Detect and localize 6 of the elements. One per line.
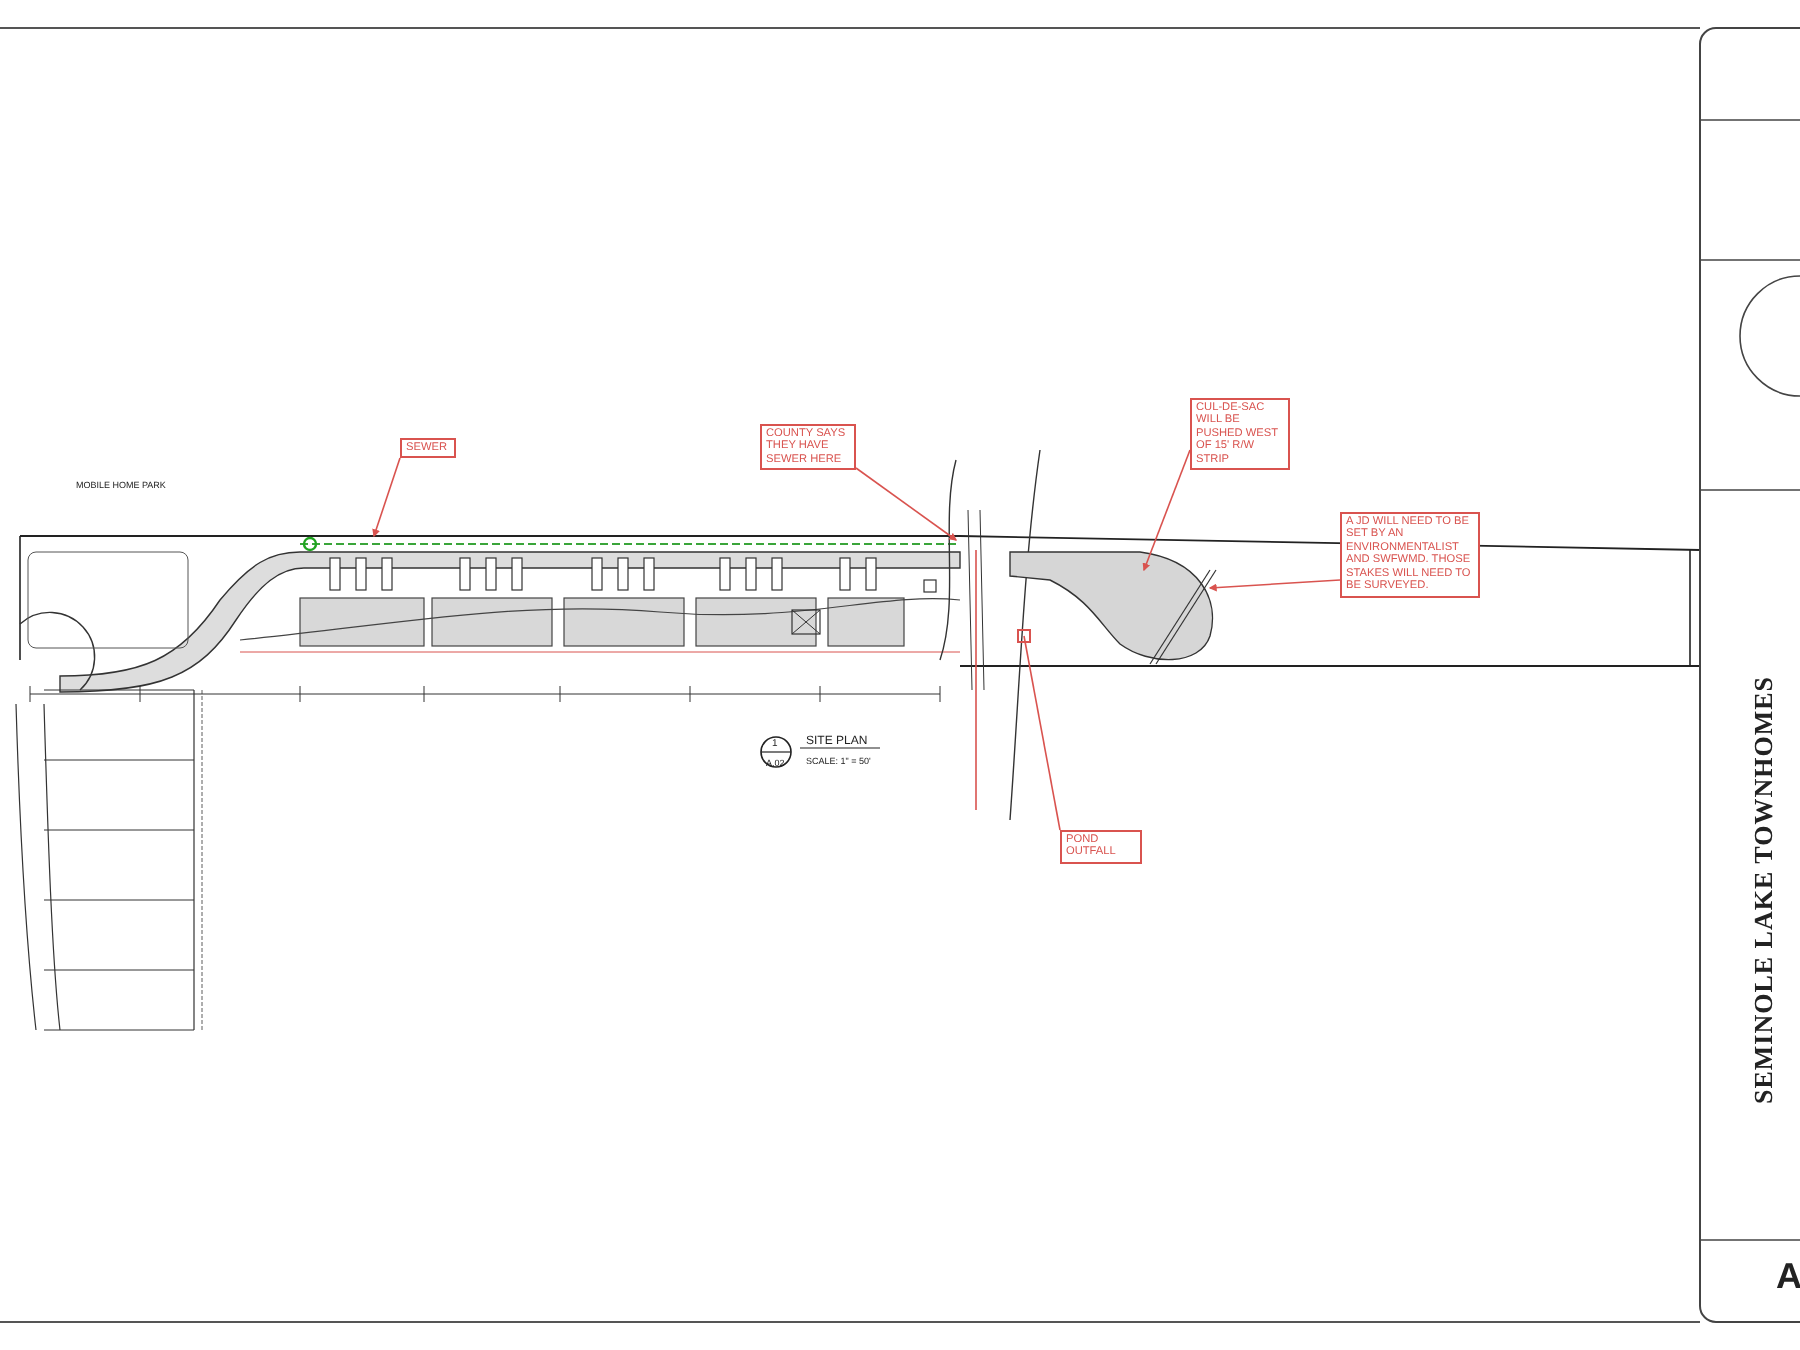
leader-line — [1208, 579, 1341, 592]
leader-line — [1142, 449, 1191, 572]
leader-line — [1017, 629, 1061, 831]
leader-line — [855, 467, 958, 541]
leader-line — [372, 457, 401, 538]
drawing-label: SEMINOLE LAKE TOWNHOMES — [1748, 676, 1780, 1105]
